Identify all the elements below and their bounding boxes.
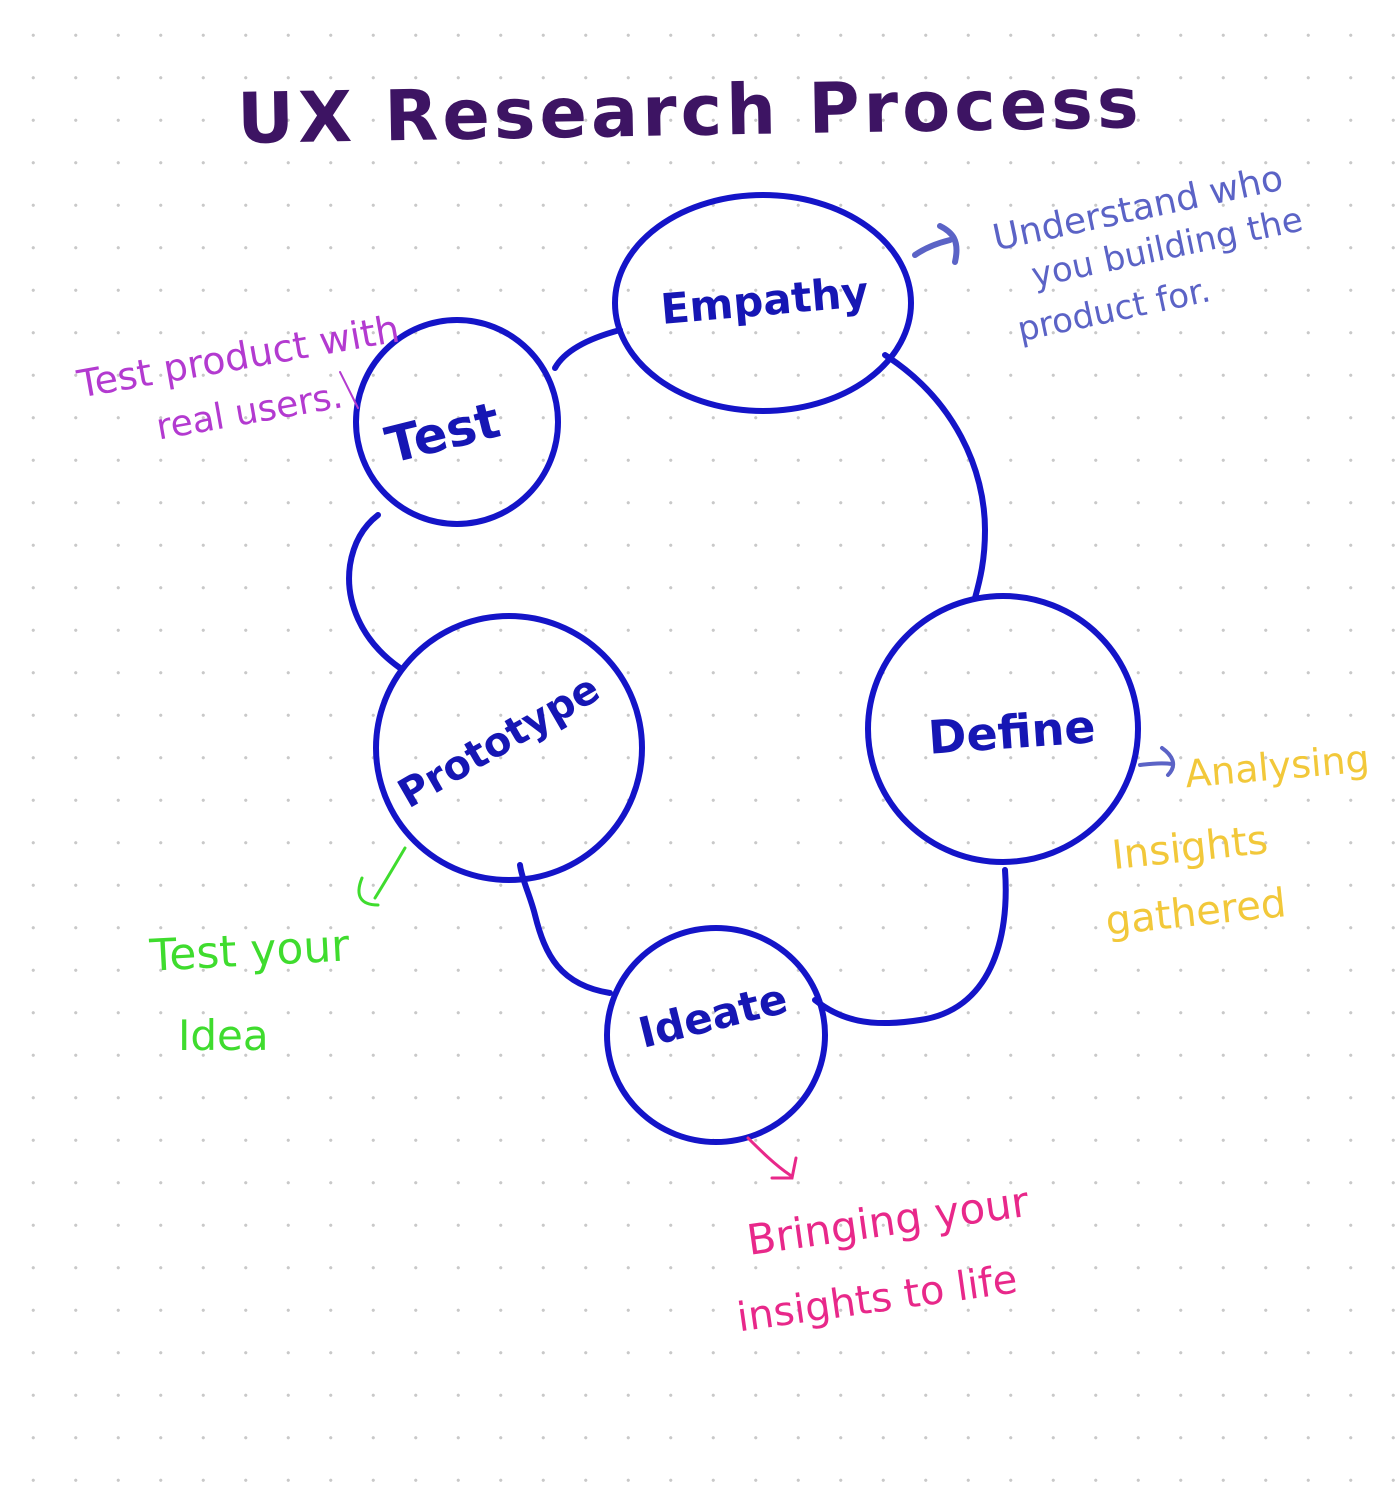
connector-empathy-define bbox=[882, 352, 989, 601]
stage-define: Define bbox=[865, 593, 1141, 865]
note-define: Analysing Insights gathered bbox=[1103, 736, 1371, 944]
stage-prototype-label: Prototype bbox=[390, 666, 607, 818]
stage-test-circle bbox=[353, 317, 561, 527]
stage-empathy-label: Empathy bbox=[659, 267, 871, 334]
note-test-line-1: Test product with bbox=[73, 307, 402, 407]
stage-prototype-circle bbox=[373, 613, 645, 883]
note-define-line-1: Analysing bbox=[1183, 736, 1371, 796]
stage-prototype: Prototype bbox=[373, 613, 645, 883]
note-ideate-line-2: insights to life bbox=[734, 1256, 1020, 1341]
stage-define-circle bbox=[865, 593, 1141, 865]
note-prototype-line-2: Idea bbox=[178, 1011, 269, 1060]
arrow-down-icon bbox=[746, 1136, 798, 1180]
pointer-line-icon bbox=[339, 371, 359, 409]
connector-test-empathy bbox=[552, 327, 623, 371]
stage-ideate: Ideate bbox=[604, 925, 828, 1145]
connector-define-ideate bbox=[812, 867, 1009, 1027]
stage-test-label: Test bbox=[380, 391, 506, 475]
note-define-line-2: Insights bbox=[1110, 817, 1270, 879]
stage-define-label: Define bbox=[926, 699, 1097, 765]
arrow-right-icon bbox=[912, 223, 960, 265]
note-empathy: Understand who you building the product … bbox=[912, 158, 1306, 350]
connector-prototype-test bbox=[346, 512, 403, 671]
stage-ideate-label: Ideate bbox=[634, 974, 792, 1058]
arrow-down-left-icon bbox=[357, 846, 407, 907]
diagram-title: UX Research Process bbox=[237, 62, 1144, 160]
note-ideate: Bringing your insights to life bbox=[734, 1136, 1033, 1341]
note-prototype-line-1: Test your bbox=[148, 920, 352, 981]
connector-ideate-prototype bbox=[517, 862, 613, 996]
stage-empathy: Empathy bbox=[612, 192, 914, 414]
note-ideate-line-1: Bringing your bbox=[744, 1177, 1033, 1265]
arrow-right-icon bbox=[1138, 746, 1176, 777]
stage-ideate-circle bbox=[604, 925, 828, 1145]
note-define-line-3: gathered bbox=[1103, 880, 1288, 945]
stage-empathy-circle bbox=[612, 192, 914, 414]
note-prototype: Test your Idea bbox=[148, 846, 407, 1060]
cycle-connectors bbox=[346, 327, 1009, 1027]
